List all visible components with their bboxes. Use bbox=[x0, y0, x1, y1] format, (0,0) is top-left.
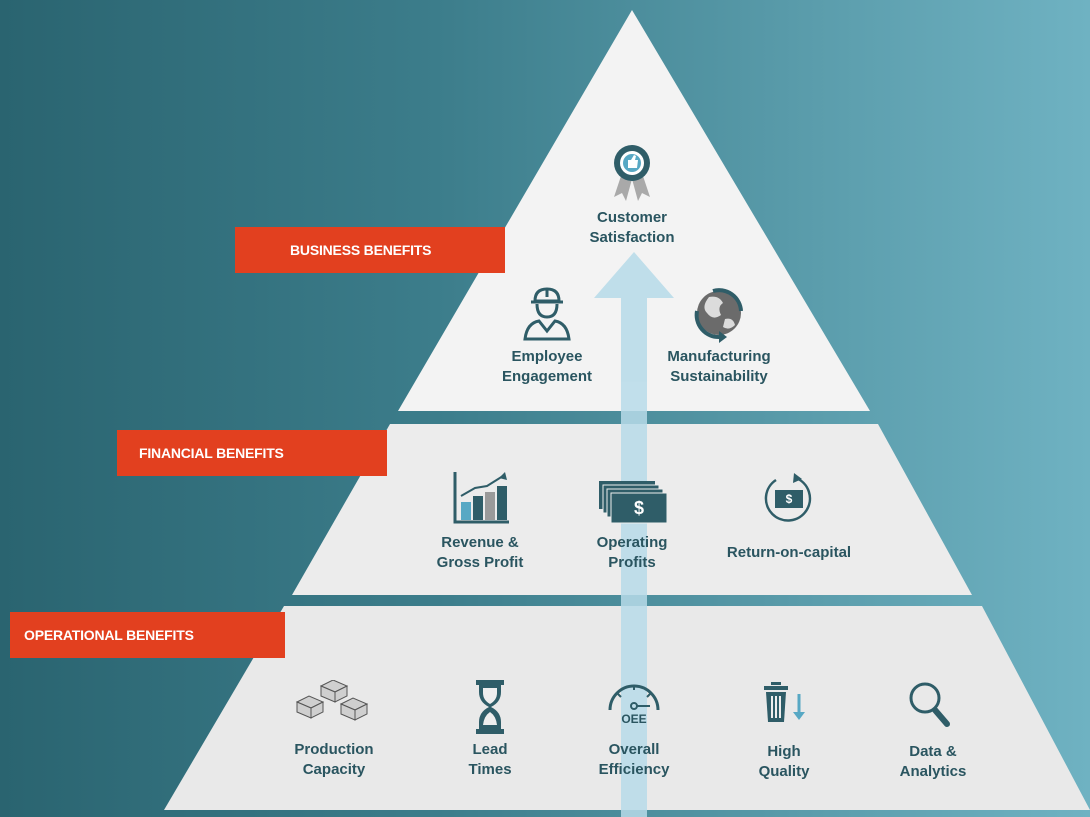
item-label-line1: Overall bbox=[608, 741, 660, 758]
item-label-line2: Profits bbox=[608, 554, 656, 571]
data-analytics-item: Data & Analytics bbox=[900, 742, 967, 782]
production-capacity-item: Production Capacity bbox=[294, 740, 373, 780]
gauge-oee-label: OEE bbox=[621, 712, 647, 726]
item-label-line1: Return-on-capital bbox=[726, 544, 852, 561]
item-label-line1: Employee bbox=[511, 348, 583, 365]
financial-benefits-banner: FINANCIAL BENEFITS bbox=[117, 430, 387, 476]
item-label-line1: High bbox=[767, 743, 801, 760]
business-tier bbox=[398, 10, 870, 411]
item-label-line1: Operating bbox=[596, 534, 668, 551]
employee-engagement-item: Employee Engagement bbox=[502, 347, 592, 387]
worker-helmet-icon bbox=[523, 287, 571, 341]
business-benefits-label: BUSINESS BENEFITS bbox=[290, 242, 432, 258]
item-label-line1: Manufacturing bbox=[667, 348, 771, 365]
item-label-line2: Gross Profit bbox=[436, 554, 524, 571]
revenue-gross-profit-item: Revenue & Gross Profit bbox=[437, 533, 524, 573]
award-ribbon-icon bbox=[614, 145, 650, 201]
operating-profits-item: Operating Profits bbox=[597, 533, 668, 573]
business-benefits-banner: BUSINESS BENEFITS bbox=[235, 227, 505, 273]
financial-benefits-label: FINANCIAL BENEFITS bbox=[139, 445, 284, 461]
return-on-capital-item: Return-on-capital bbox=[727, 543, 851, 563]
item-label-line2: Engagement bbox=[501, 368, 593, 385]
item-label-line2: Satisfaction bbox=[589, 229, 675, 246]
overall-efficiency-item: Overall Efficiency bbox=[599, 740, 670, 780]
item-label-line2: Quality bbox=[758, 763, 810, 780]
magnifier-icon bbox=[909, 682, 950, 727]
globe-recycle-icon bbox=[694, 288, 743, 343]
lead-times-item: Lead Times bbox=[468, 740, 511, 780]
hourglass-icon bbox=[476, 680, 504, 734]
item-label-line1: Lead bbox=[472, 741, 508, 758]
item-label-line2: Sustainability bbox=[670, 368, 768, 385]
money-cycle-icon: $ bbox=[762, 472, 816, 526]
high-quality-item: High Quality bbox=[759, 742, 810, 782]
bar-chart-trend-icon bbox=[453, 472, 509, 524]
growth-arrow bbox=[594, 252, 674, 817]
item-label-line1: Revenue & bbox=[441, 534, 519, 551]
money-cycle-symbol: $ bbox=[785, 492, 793, 506]
item-label-line2: Capacity bbox=[302, 761, 366, 778]
item-label-line1: Production bbox=[294, 741, 374, 758]
money-stack-icon: $ bbox=[599, 481, 667, 525]
operational-benefits-banner: OPERATIONAL BENEFITS bbox=[10, 612, 285, 658]
gauge-icon: OEE bbox=[606, 680, 662, 730]
item-label-line2: Analytics bbox=[899, 763, 967, 780]
money-stack-symbol: $ bbox=[633, 498, 644, 518]
operational-benefits-label: OPERATIONAL BENEFITS bbox=[24, 627, 194, 643]
item-label-line2: Times bbox=[468, 761, 512, 778]
item-label-line1: Customer bbox=[596, 209, 667, 226]
pallets-icon bbox=[295, 680, 369, 721]
item-label-line1: Data & bbox=[909, 743, 957, 760]
trash-down-icon bbox=[764, 682, 805, 722]
customer-satisfaction-item: Customer Satisfaction bbox=[589, 208, 674, 248]
manufacturing-sustainability-item: Manufacturing Sustainability bbox=[667, 347, 770, 387]
item-label-line2: Efficiency bbox=[598, 761, 670, 778]
